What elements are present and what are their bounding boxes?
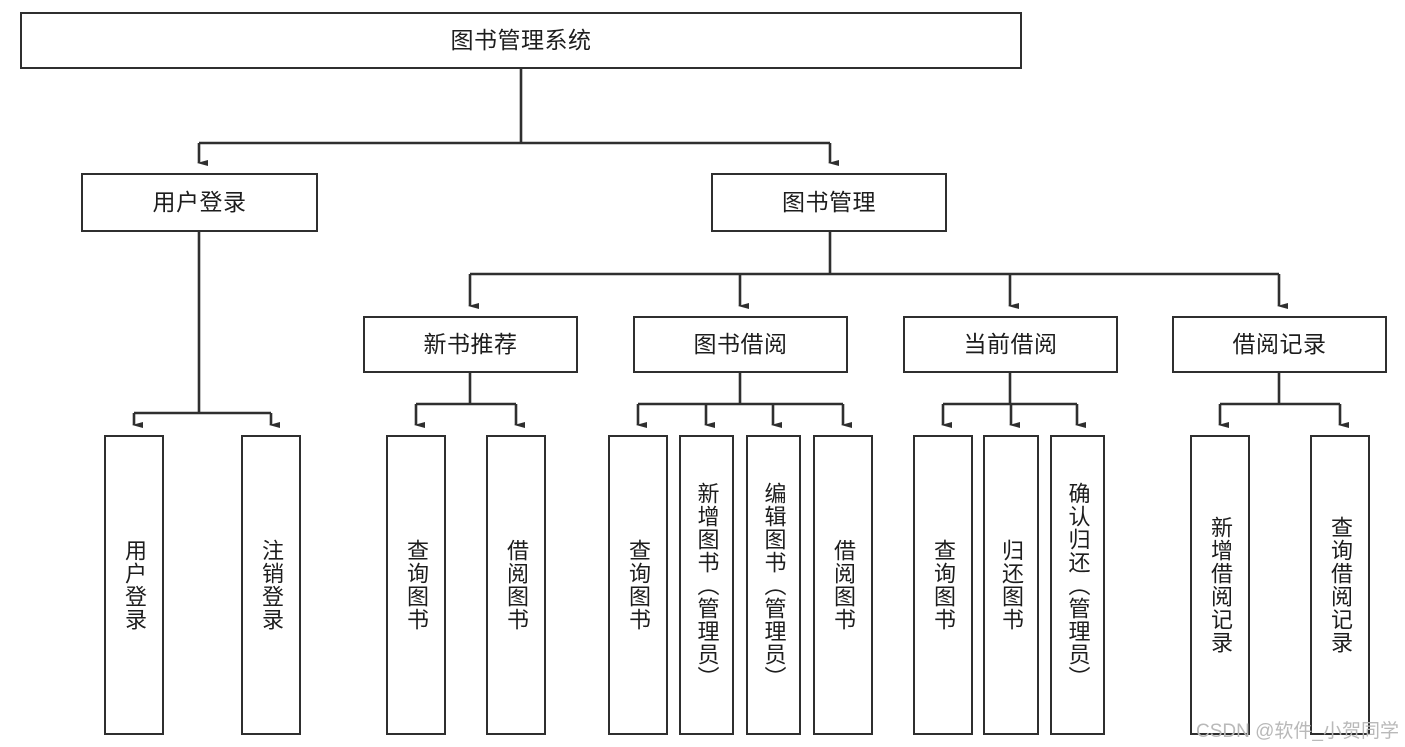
node-leaf-query-book-recommend[interactable]: 查询图书	[386, 435, 446, 735]
node-leaf-confirm-return-admin-label: 确认归还（管理员）	[1065, 481, 1091, 689]
node-leaf-add-borrow-record[interactable]: 新增借阅记录	[1190, 435, 1250, 735]
node-leaf-confirm-return-admin[interactable]: 确认归还（管理员）	[1050, 435, 1105, 735]
node-leaf-edit-book-admin-label: 编辑图书（管理员）	[761, 481, 787, 689]
node-leaf-query-book-current[interactable]: 查询图书	[913, 435, 973, 735]
edge-group-book-borrow	[636, 373, 852, 428]
node-leaf-return-book-label: 归还图书	[998, 539, 1024, 631]
edge-group-current-borrow	[941, 373, 1086, 428]
edge-group-book-management	[468, 232, 1288, 309]
node-leaf-add-book-admin-label: 新增图书（管理员）	[694, 481, 720, 689]
node-leaf-query-borrow-record[interactable]: 查询借阅记录	[1310, 435, 1370, 735]
node-leaf-add-borrow-record-label: 新增借阅记录	[1207, 516, 1233, 654]
node-leaf-borrow-book-recommend-label: 借阅图书	[503, 539, 529, 631]
node-leaf-user-login-label: 用户登录	[121, 539, 147, 631]
edge-group-root	[197, 69, 839, 166]
node-current-borrow[interactable]: 当前借阅	[903, 316, 1118, 373]
node-leaf-borrow-book-borrow[interactable]: 借阅图书	[813, 435, 873, 735]
node-leaf-edit-book-admin[interactable]: 编辑图书（管理员）	[746, 435, 801, 735]
node-leaf-user-logout-label: 注销登录	[258, 539, 284, 631]
node-leaf-query-borrow-record-label: 查询借阅记录	[1327, 516, 1353, 654]
edge-group-new-book-recommend	[414, 373, 525, 428]
node-user-login[interactable]: 用户登录	[81, 173, 318, 232]
edge-group-user-login	[132, 232, 280, 428]
node-leaf-add-book-admin[interactable]: 新增图书（管理员）	[679, 435, 734, 735]
node-leaf-query-book-borrow-label: 查询图书	[625, 539, 651, 631]
node-leaf-query-book-recommend-label: 查询图书	[403, 539, 429, 631]
node-borrow-record-label: 借阅记录	[1232, 331, 1327, 358]
node-leaf-query-book-current-label: 查询图书	[930, 539, 956, 631]
node-leaf-borrow-book-recommend[interactable]: 借阅图书	[486, 435, 546, 735]
node-leaf-user-login[interactable]: 用户登录	[104, 435, 164, 735]
node-book-management[interactable]: 图书管理	[711, 173, 947, 232]
node-leaf-query-book-borrow[interactable]: 查询图书	[608, 435, 668, 735]
edge-group-borrow-record	[1218, 373, 1349, 428]
node-leaf-user-logout[interactable]: 注销登录	[241, 435, 301, 735]
node-new-book-recommend-label: 新书推荐	[423, 331, 518, 358]
node-new-book-recommend[interactable]: 新书推荐	[363, 316, 578, 373]
node-user-login-label: 用户登录	[152, 189, 247, 216]
node-book-borrow[interactable]: 图书借阅	[633, 316, 848, 373]
node-leaf-return-book[interactable]: 归还图书	[983, 435, 1039, 735]
node-book-management-label: 图书管理	[782, 189, 876, 216]
node-borrow-record[interactable]: 借阅记录	[1172, 316, 1387, 373]
node-book-borrow-label: 图书借阅	[693, 331, 788, 358]
node-current-borrow-label: 当前借阅	[963, 331, 1058, 358]
node-root-label: 图书管理系统	[450, 27, 592, 54]
node-leaf-borrow-book-borrow-label: 借阅图书	[830, 539, 856, 631]
node-root[interactable]: 图书管理系统	[20, 12, 1022, 69]
